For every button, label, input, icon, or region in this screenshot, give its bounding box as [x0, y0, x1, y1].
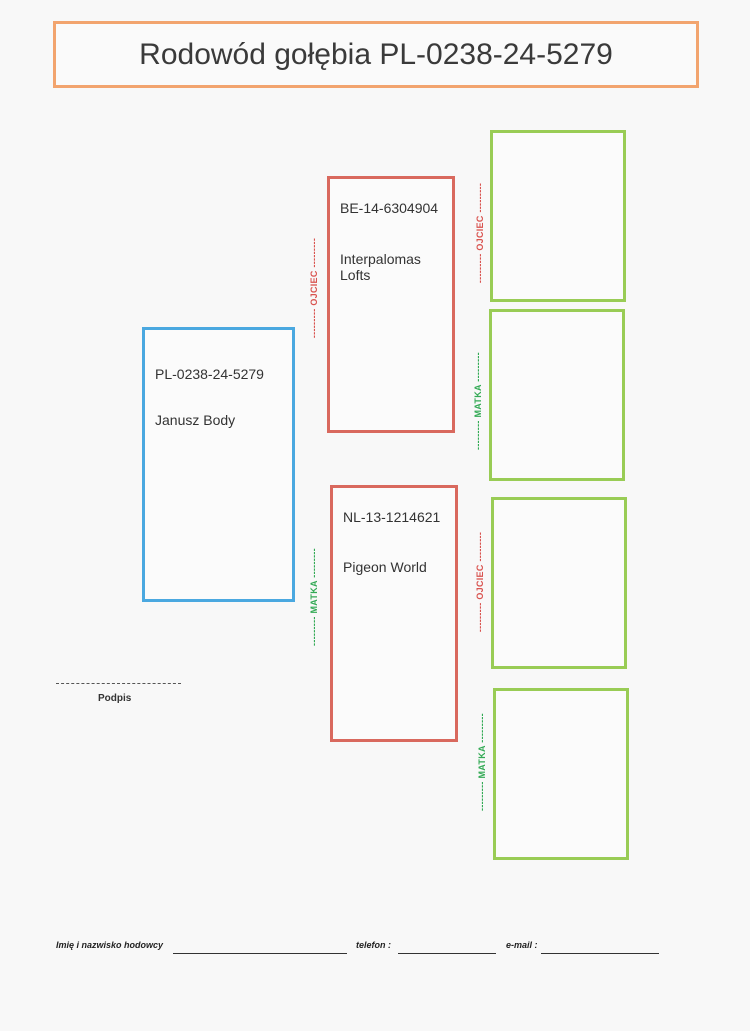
sire-owner: Interpalomas Lofts	[340, 251, 421, 283]
sire-mother-label: --------- MATKA ---------	[473, 352, 483, 450]
signature-line	[56, 683, 181, 684]
breeder-name-label: Imię i nazwisko hodowcy	[56, 940, 164, 950]
phone-field[interactable]	[398, 953, 496, 954]
sire-ring: BE-14-6304904	[340, 200, 439, 216]
page-title: Rodowód gołębia PL-0238-24-5279	[139, 37, 613, 71]
subject-ring: PL-0238-24-5279	[155, 366, 264, 382]
sire-box: BE-14-6304904 Interpalomas Lofts	[327, 176, 455, 433]
subject-box: PL-0238-24-5279 Janusz Body	[142, 327, 295, 602]
signature-label: Podpis	[98, 693, 132, 704]
dam-label: --------- MATKA ---------	[309, 548, 319, 646]
subject-owner: Janusz Body	[155, 412, 236, 428]
dam-owner: Pigeon World	[343, 559, 427, 575]
sire-father-box	[490, 130, 626, 302]
dam-father-box	[491, 497, 627, 669]
email-field[interactable]	[541, 953, 659, 954]
dam-ring: NL-13-1214621	[343, 509, 441, 525]
dam-mother-label: --------- MATKA ---------	[477, 713, 487, 811]
sire-mother-box	[489, 309, 625, 481]
dam-father-label: --------- OJCIEC ---------	[475, 531, 485, 633]
phone-label: telefon :	[356, 940, 391, 950]
sire-label: --------- OJCIEC ---------	[309, 237, 319, 339]
email-label: e-mail :	[506, 940, 538, 950]
dam-mother-box	[493, 688, 629, 860]
sire-father-label: --------- OJCIEC ---------	[475, 182, 485, 284]
title-box: Rodowód gołębia PL-0238-24-5279	[53, 21, 699, 88]
breeder-name-field[interactable]	[173, 953, 347, 954]
dam-box: NL-13-1214621 Pigeon World	[330, 485, 458, 742]
